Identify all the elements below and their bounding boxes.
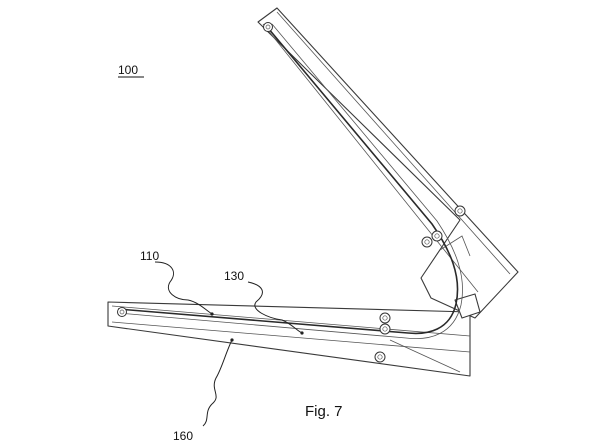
- leader-110-dot: [210, 312, 214, 316]
- label-110: 110: [140, 249, 159, 263]
- leader-110: [154, 261, 213, 315]
- label-160: 160: [173, 429, 193, 443]
- leader-160: [202, 339, 233, 427]
- assembly-ref-label: 100: [118, 63, 138, 77]
- leader-130-dot: [300, 331, 304, 335]
- label-130: 130: [224, 269, 244, 283]
- flexible-display: [117, 23, 463, 340]
- leader-lines: [154, 261, 304, 427]
- hinge-link: [454, 293, 481, 319]
- figure-caption: Fig. 7: [305, 403, 343, 420]
- leader-160-dot: [230, 338, 234, 342]
- hinge-fasteners: [117, 22, 466, 363]
- leader-130: [247, 281, 303, 334]
